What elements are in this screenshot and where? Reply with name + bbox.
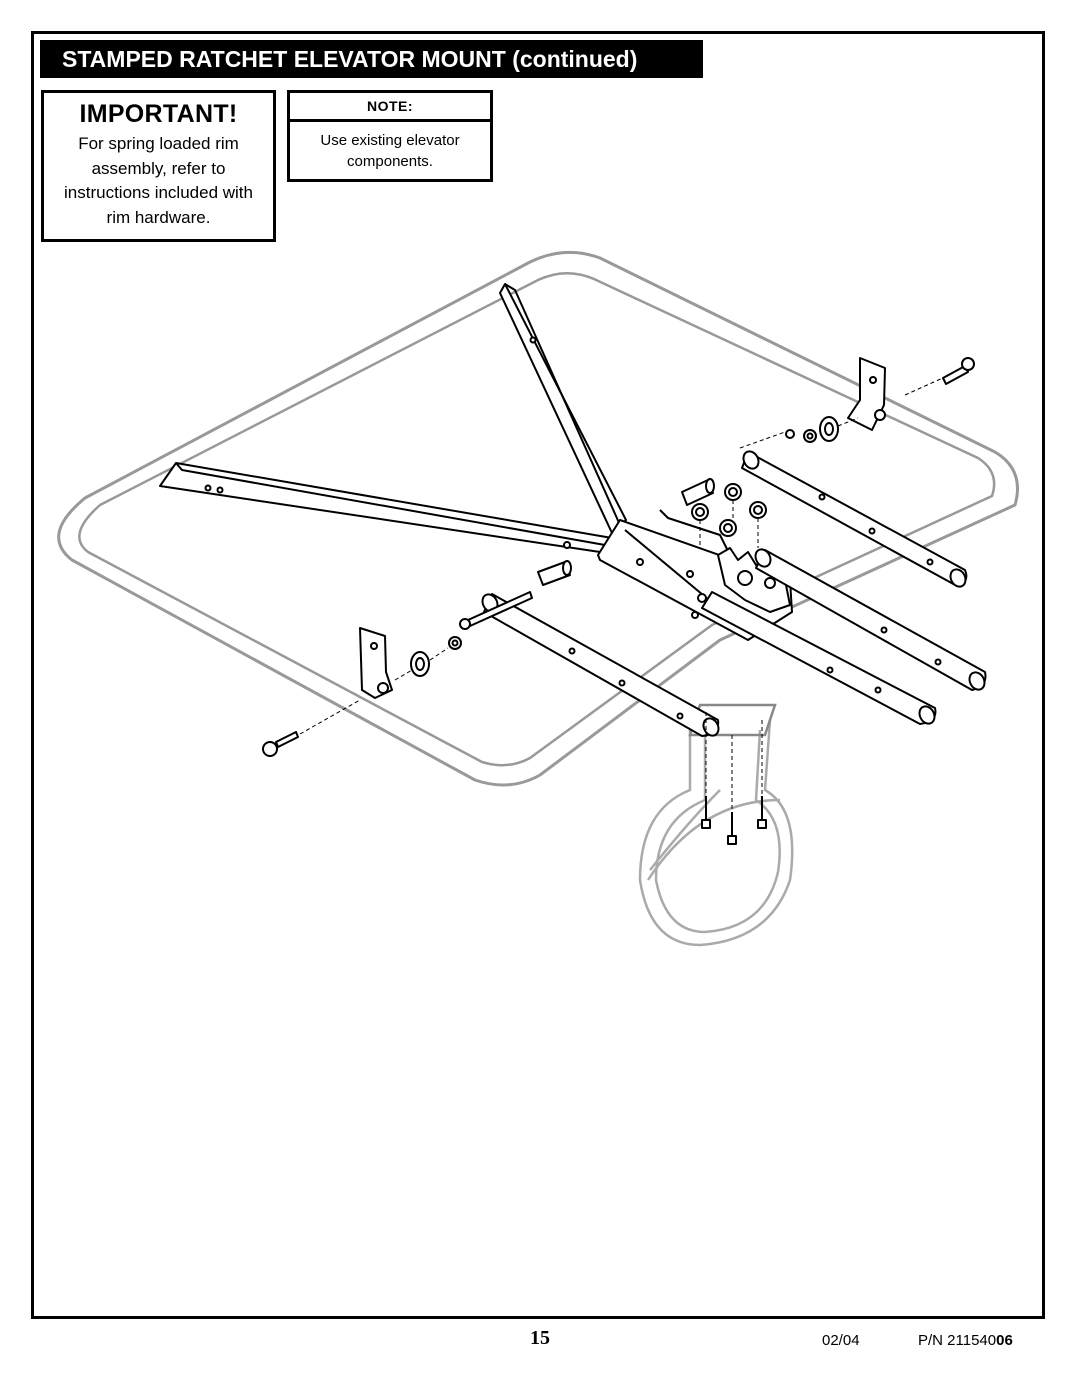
- note-heading: NOTE:: [290, 93, 490, 122]
- page-border: [31, 31, 1045, 1319]
- important-text: For spring loaded rim assembly, refer to…: [44, 132, 273, 230]
- ratchet-pivot: [737, 570, 753, 586]
- left-mounting-bracket: [359, 627, 393, 699]
- important-line: rim hardware.: [106, 207, 211, 227]
- part-number-suffix: 06: [996, 1332, 1013, 1349]
- tube-hole: [618, 679, 626, 687]
- arm-hole: [216, 486, 224, 494]
- note-line: Use existing elevator: [320, 132, 460, 149]
- bracket-hole: [636, 558, 644, 566]
- spacer-sleeve: [537, 561, 571, 586]
- assembly-guides: [299, 376, 946, 810]
- bracket-hole: [686, 570, 694, 578]
- important-line: assembly, refer to: [91, 158, 226, 178]
- section-title: STAMPED RATCHET ELEVATOR MOUNT (continue…: [40, 40, 703, 78]
- tube-hole: [818, 493, 826, 501]
- left-hex-bolt: [275, 731, 299, 748]
- tube-hole: [874, 686, 882, 694]
- tube-hole: [926, 558, 934, 566]
- note-text: Use existing elevator components.: [290, 130, 490, 172]
- tube-hole: [934, 658, 942, 666]
- bracket-hole: [691, 611, 699, 619]
- tube-hole: [826, 666, 834, 674]
- upper-bracket: [659, 509, 731, 556]
- important-line: For spring loaded rim: [78, 134, 239, 153]
- tube-hole: [880, 626, 888, 634]
- tube-hole: [868, 527, 876, 535]
- elevator-parts: [159, 283, 987, 845]
- backboard-frame: [57, 250, 1019, 787]
- important-callout: IMPORTANT! For spring loaded rim assembl…: [41, 90, 276, 242]
- washers: [410, 416, 839, 677]
- important-line: instructions included with: [64, 183, 253, 202]
- arm-hole: [204, 484, 212, 492]
- arm-hole: [563, 541, 571, 549]
- rim-ghost: [638, 703, 794, 947]
- right-hex-bolt: [942, 365, 969, 385]
- part-number-prefix: P/N 211540: [918, 1332, 997, 1349]
- ratchet-pivot: [764, 577, 776, 589]
- revision-date: 02/04: [822, 1332, 860, 1349]
- tube-hole: [676, 712, 684, 720]
- bracket-hole: [697, 593, 707, 603]
- note-callout: NOTE: Use existing elevator components.: [287, 90, 493, 182]
- left-elevator-arm: [159, 462, 613, 553]
- page-number: 15: [530, 1327, 550, 1349]
- note-line: components.: [347, 153, 433, 170]
- flange-nuts: [691, 483, 767, 537]
- arm-hole: [529, 336, 537, 344]
- part-number: P/N 21154006: [918, 1332, 1013, 1349]
- important-heading: IMPORTANT!: [79, 100, 238, 128]
- tube-hole: [568, 647, 576, 655]
- rim-bolts: [701, 796, 767, 845]
